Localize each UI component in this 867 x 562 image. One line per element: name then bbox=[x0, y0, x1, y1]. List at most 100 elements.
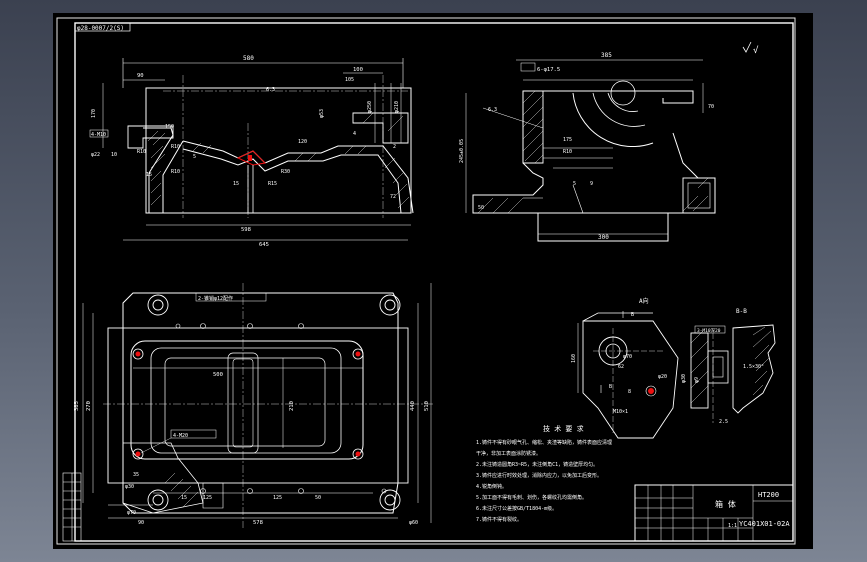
dim-90-plan: 90 bbox=[138, 520, 144, 526]
label-dowel-holes: 2-锥销φ12配作 bbox=[198, 295, 233, 302]
view-b-label: B-B bbox=[736, 308, 747, 315]
corner-code-box bbox=[74, 22, 131, 32]
dim-598: 598 bbox=[241, 227, 251, 233]
dim-90: 90 bbox=[137, 73, 144, 79]
note-line-7: 6.未注尺寸公差按GB/T1804-m级。 bbox=[476, 505, 557, 512]
corner-code: φ28-0007/2(S) bbox=[77, 25, 124, 32]
dim-phi210: φ210 bbox=[394, 101, 400, 113]
dim-125-a: 125 bbox=[203, 495, 212, 501]
tapped-holes bbox=[132, 348, 364, 460]
cad-drawing: φ28-0007/2(S) √ 580 90 100 bbox=[56, 17, 796, 545]
label-4m20: 4-M20 bbox=[173, 433, 188, 439]
dim-6-17-5: 6-φ17.5 bbox=[537, 67, 560, 73]
dim-phi70: φ70 bbox=[127, 510, 136, 516]
dim-5: 5 bbox=[193, 154, 196, 160]
dim-578: 578 bbox=[253, 520, 263, 526]
label-r10-left: R10 bbox=[137, 149, 146, 155]
note-line-2: 干净，非加工表面涂防锈漆。 bbox=[476, 450, 541, 457]
roughness-mark-icon bbox=[742, 41, 752, 53]
dim-15-plan: 15 bbox=[181, 495, 187, 501]
view-b-b: B-B 3-M10深20 φ30 1.5×30° 2.5 φ9 bbox=[681, 308, 776, 425]
note-line-5: 4.锐角倒钝。 bbox=[476, 483, 507, 490]
title-part-name: 箱 体 bbox=[715, 499, 736, 509]
dim-62: 62 bbox=[618, 364, 624, 370]
dim-385: 385 bbox=[601, 52, 612, 59]
dim-105: 105 bbox=[345, 77, 354, 83]
note-line-6: 5.加工面不得有毛刺、划伤，各螺纹孔均需倒角。 bbox=[476, 494, 587, 501]
dim-100: 100 bbox=[353, 67, 363, 73]
dim-phi30: φ30 bbox=[125, 484, 134, 490]
section-b-bottom: B bbox=[609, 384, 612, 390]
inner-frame bbox=[74, 22, 794, 542]
side-view: 385 6-φ17.5 70 bbox=[459, 52, 716, 242]
dim-125-b: 125 bbox=[273, 495, 282, 501]
dim-50: 50 bbox=[478, 205, 484, 211]
dim-300: 300 bbox=[598, 234, 609, 241]
dim-580: 580 bbox=[243, 55, 254, 62]
section-b-top: B bbox=[631, 312, 634, 318]
dim-10: 10 bbox=[111, 152, 117, 158]
dim-phi250: φ250 bbox=[367, 101, 373, 113]
view-a-label: A向 bbox=[639, 297, 649, 305]
dim-1-5x30: 1.5×30° bbox=[743, 364, 764, 370]
dim-phi70-a: φ70 bbox=[623, 354, 632, 360]
dim-385-plan: 385 bbox=[74, 401, 80, 411]
note-line-8: 7.铸件不得有裂纹。 bbox=[476, 516, 522, 523]
revision-table bbox=[62, 472, 82, 542]
dim-phi20: φ20 bbox=[658, 374, 667, 380]
notes-heading: 技 术 要 求 bbox=[543, 424, 584, 433]
dim-15-left: 15 bbox=[146, 172, 152, 178]
dim-50-plan: 50 bbox=[315, 495, 321, 501]
view-a: A向 160 62 φ70 φ20 8 M10×1 B B bbox=[571, 297, 679, 439]
dim-510: 510 bbox=[424, 401, 430, 411]
title-scale: 1:1 bbox=[728, 523, 737, 529]
drawing-sheet: φ28-0007/2(S) √ 580 90 100 bbox=[53, 13, 813, 549]
dim-270: 270 bbox=[86, 401, 92, 411]
dim-175: 175 bbox=[563, 137, 572, 143]
dim-150: 150 bbox=[165, 124, 174, 130]
label-r30: R30 bbox=[281, 169, 290, 175]
note-line-4: 3.铸件应进行时效处理，消除内应力，以免加工后变形。 bbox=[476, 472, 602, 479]
dim-9: 9 bbox=[590, 181, 593, 187]
dim-phi9: φ9 bbox=[694, 377, 700, 383]
dim-phi53: φ53 bbox=[319, 109, 325, 118]
label-r10-side: R10 bbox=[563, 149, 572, 155]
dim-160: 160 bbox=[571, 354, 577, 363]
note-line-1: 1.铸件不得有砂眼气孔、缩松、夹渣等缺陷，铸件表面应清理 bbox=[476, 439, 612, 446]
dim-phi22: φ22 bbox=[91, 152, 100, 158]
dim-left-vertical: 170 bbox=[91, 109, 97, 118]
roughness-side: 6.3 bbox=[488, 107, 497, 113]
dim-440: 440 bbox=[410, 401, 416, 411]
label-r10-low: R10 bbox=[171, 169, 180, 175]
roughness-6-3: 6.3 bbox=[266, 87, 275, 93]
dim-120: 120 bbox=[298, 139, 307, 145]
dim-70: 70 bbox=[708, 104, 714, 110]
front-view: 580 90 100 bbox=[89, 55, 414, 248]
label-m10x1: M10×1 bbox=[613, 409, 628, 415]
dim-5-side: 5 bbox=[573, 181, 576, 187]
dim-4m10: 4-M10 bbox=[91, 132, 106, 138]
title-material: HT200 bbox=[758, 491, 779, 499]
dim-245: 245±0.05 bbox=[459, 139, 465, 163]
outer-frame bbox=[56, 17, 796, 545]
dim-35: 35 bbox=[133, 472, 139, 478]
plan-view: 500 210 385 270 440 510 2-锥销φ12配作 4-M20 … bbox=[74, 283, 433, 528]
label-3m10: 3-M10深20 bbox=[697, 327, 721, 334]
roughness-symbol: √ bbox=[753, 45, 759, 56]
title-drawing-no: YC401X01-02A bbox=[739, 520, 790, 528]
dim-2-5: 2.5 bbox=[719, 419, 728, 425]
dim-645: 645 bbox=[259, 242, 269, 248]
title-block: HT200 箱 体 1:1 YC401X01-02A bbox=[634, 484, 794, 542]
dim-72: 72 bbox=[390, 194, 396, 200]
dim-phi60: φ60 bbox=[409, 520, 418, 526]
dim-8: 8 bbox=[628, 389, 631, 395]
dim-4: 4 bbox=[353, 131, 356, 137]
note-line-3: 2.未注铸造圆角R3~R5，未注倒角C1，铸造壁厚均匀。 bbox=[476, 461, 598, 468]
dim-phi30-b: φ30 bbox=[681, 374, 687, 383]
technical-notes: 技 术 要 求 1.铸件不得有砂眼气孔、缩松、夹渣等缺陷，铸件表面应清理 干净，… bbox=[476, 424, 612, 523]
label-r15: R15 bbox=[268, 181, 277, 187]
label-r10-mid: R10 bbox=[171, 144, 180, 150]
dim-15-mid: 15 bbox=[233, 181, 239, 187]
dim-500: 500 bbox=[213, 372, 223, 378]
dim-210: 210 bbox=[289, 401, 295, 411]
